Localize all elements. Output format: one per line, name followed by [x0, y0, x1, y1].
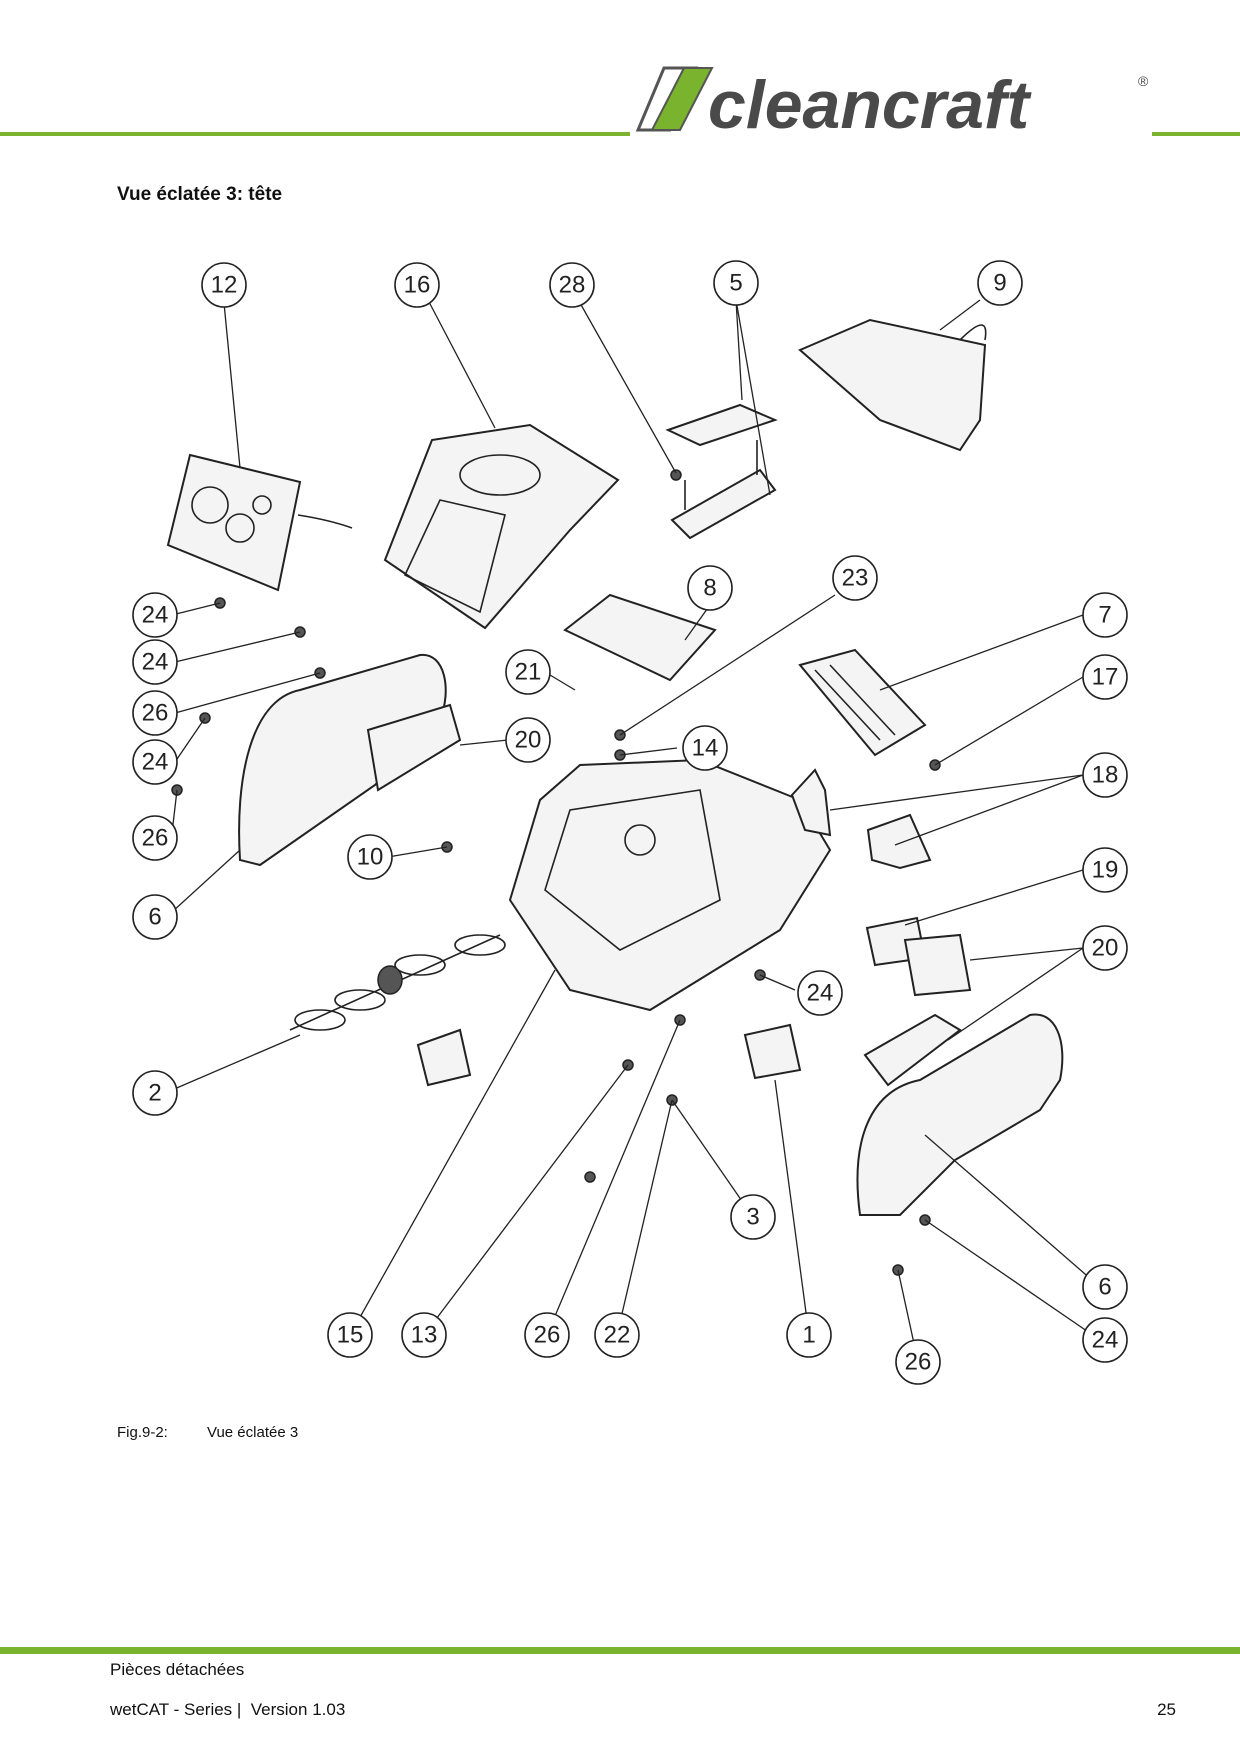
svg-text:24: 24	[142, 749, 169, 776]
svg-text:6: 6	[148, 904, 161, 931]
filter-cassette-part	[798, 648, 927, 757]
callout-22: 22	[594, 1312, 640, 1358]
pulley-shaft-part	[289, 934, 506, 1031]
leader-lines	[171, 299, 1101, 1363]
footer-rule	[0, 1647, 1240, 1654]
brand-text: cleancraft	[708, 67, 1032, 143]
svg-text:20: 20	[515, 727, 542, 754]
callout-8: 8	[687, 565, 733, 611]
side-handle-left-part	[238, 653, 462, 867]
page-number: 25	[1157, 1700, 1176, 1719]
svg-text:15: 15	[337, 1322, 364, 1349]
svg-text:16: 16	[404, 272, 431, 299]
callout-12: 12	[201, 262, 247, 308]
top-cover-part	[383, 423, 620, 630]
footer-section: Pièces détachées	[110, 1660, 245, 1679]
callout-26: 26	[132, 690, 178, 736]
callout-26: 26	[895, 1339, 941, 1385]
callout-23: 23	[832, 555, 878, 601]
svg-text:14: 14	[692, 735, 719, 762]
vent-grilles	[416, 1023, 802, 1087]
svg-text:23: 23	[842, 565, 869, 592]
callout-9: 9	[977, 260, 1023, 306]
callout-19: 19	[1082, 847, 1128, 893]
callout-2: 2	[132, 1070, 178, 1116]
handle-grip-part	[798, 318, 987, 452]
filter-plate-part	[563, 593, 717, 682]
svg-text:9: 9	[993, 270, 1006, 297]
callout-14: 14	[682, 725, 728, 771]
svg-text:26: 26	[534, 1322, 561, 1349]
callout-3: 3	[730, 1194, 776, 1240]
callout-24: 24	[1082, 1317, 1128, 1363]
control-panel-part	[166, 453, 353, 592]
svg-text:26: 26	[142, 700, 169, 727]
callout-7: 7	[1082, 592, 1128, 638]
svg-text:2: 2	[148, 1080, 161, 1107]
callout-10: 10	[347, 834, 393, 880]
base-housing-part	[508, 758, 832, 1012]
svg-text:26: 26	[905, 1349, 932, 1376]
callout-24: 24	[132, 592, 178, 638]
cleancraft-logo: cleancraft ®	[635, 66, 1149, 143]
svg-text:24: 24	[142, 602, 169, 629]
callout-26: 26	[132, 815, 178, 861]
callout-20: 20	[505, 717, 551, 763]
svg-text:13: 13	[411, 1322, 438, 1349]
figure-caption: Vue éclatée 3	[207, 1424, 299, 1441]
electronics-parts	[865, 916, 972, 997]
svg-text:5: 5	[729, 270, 742, 297]
callout-13: 13	[401, 1312, 447, 1358]
svg-text:1: 1	[802, 1322, 815, 1349]
bracket-parts	[790, 768, 932, 870]
svg-text:17: 17	[1092, 664, 1119, 691]
svg-text:24: 24	[142, 649, 169, 676]
registered-mark: ®	[1138, 73, 1149, 89]
figure-number: Fig.9-2:	[117, 1424, 168, 1441]
handle-bracket-part	[665, 403, 778, 540]
callout-1: 1	[786, 1312, 832, 1358]
svg-text:22: 22	[604, 1322, 631, 1349]
callout-24: 24	[797, 970, 843, 1016]
svg-text:24: 24	[807, 980, 834, 1007]
header-rule-right	[1152, 132, 1240, 136]
svg-text:21: 21	[515, 659, 542, 686]
callout-28: 28	[549, 262, 595, 308]
svg-text:24: 24	[1092, 1327, 1119, 1354]
header-rule-left	[0, 132, 630, 136]
callout-26: 26	[524, 1312, 570, 1358]
svg-text:20: 20	[1092, 935, 1119, 962]
svg-text:19: 19	[1092, 857, 1119, 884]
callout-17: 17	[1082, 654, 1128, 700]
svg-text:6: 6	[1098, 1274, 1111, 1301]
svg-text:18: 18	[1092, 762, 1119, 789]
svg-text:8: 8	[703, 575, 716, 602]
callout-20: 20	[1082, 925, 1128, 971]
svg-text:3: 3	[746, 1204, 759, 1231]
side-handle-right-part	[856, 1013, 1064, 1216]
svg-text:10: 10	[357, 844, 384, 871]
callout-24: 24	[132, 739, 178, 785]
callout-6: 6	[1082, 1264, 1128, 1310]
callout-15: 15	[327, 1312, 373, 1358]
section-title: Vue éclatée 3: tête	[117, 184, 283, 205]
svg-text:12: 12	[211, 272, 238, 299]
callout-16: 16	[394, 262, 440, 308]
footer-document: wetCAT - Series | Version 1.03	[110, 1700, 346, 1719]
callout-5: 5	[713, 260, 759, 306]
callout-18: 18	[1082, 752, 1128, 798]
svg-text:7: 7	[1098, 602, 1111, 629]
callout-24: 24	[132, 639, 178, 685]
callout-21: 21	[505, 649, 551, 695]
svg-text:28: 28	[559, 272, 586, 299]
callouts: 12 16 28 5 9 24 24 26 24 26 6 8 23 21 20…	[132, 260, 1128, 1385]
callout-6: 6	[132, 894, 178, 940]
svg-text:26: 26	[142, 825, 169, 852]
